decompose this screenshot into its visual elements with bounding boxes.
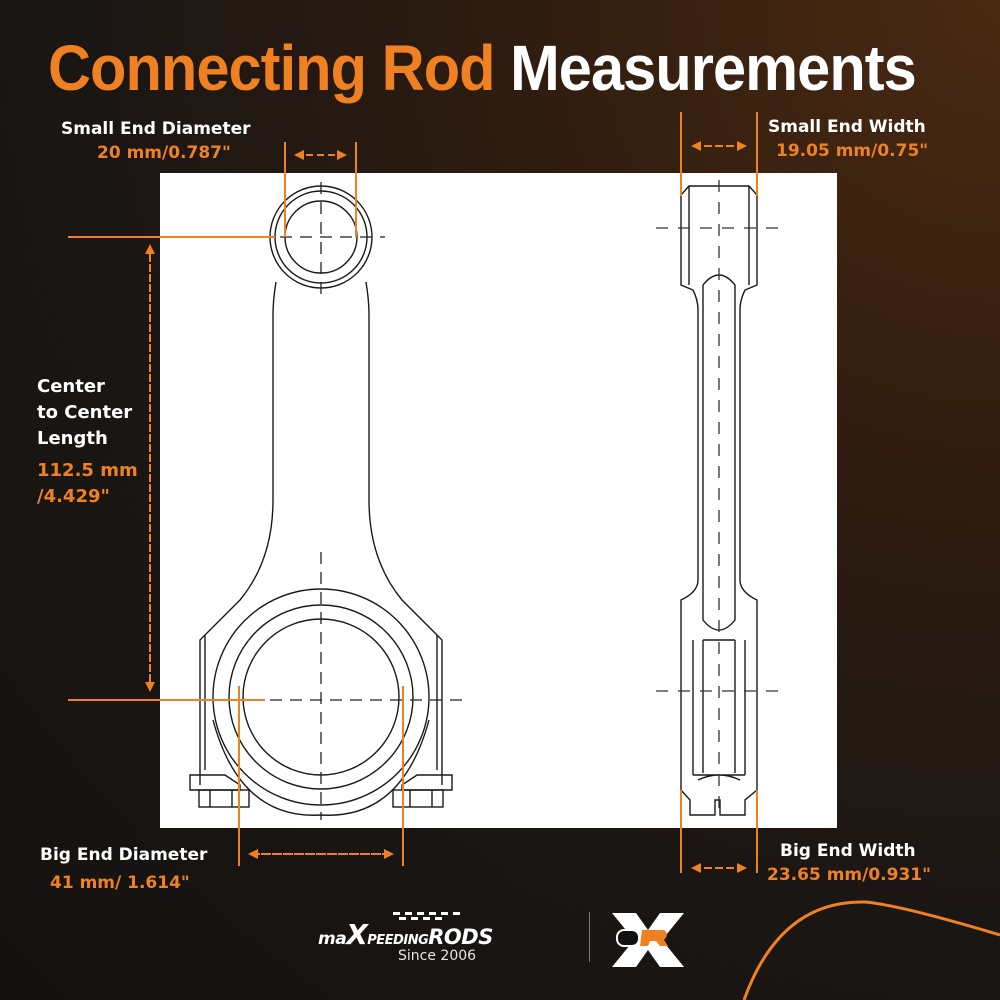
xr-logo-icon xyxy=(612,913,684,967)
checkered-flag-icon xyxy=(393,912,460,920)
center-to-center-heading-2: to Center xyxy=(37,402,133,423)
brand-logo: maXPEEDINGRODS xyxy=(318,918,493,951)
center-to-center-value-2: /4.429" xyxy=(37,486,110,507)
side-center-lines xyxy=(656,180,782,812)
center-to-center-label: Center to Center Length 112.5 mm /4.429" xyxy=(37,374,138,510)
big-end-diameter-label: Big End Diameter 41 mm/ 1.614" xyxy=(40,843,207,895)
small-end-width-value: 19.05 mm/0.75" xyxy=(776,141,929,161)
big-end-diameter-heading: Big End Diameter xyxy=(40,845,208,865)
title-part-2: Measurements xyxy=(510,32,917,104)
center-to-center-heading-1: Center xyxy=(37,376,105,397)
center-to-center-heading-3: Length xyxy=(37,428,108,449)
title-part-1: Connecting Rod xyxy=(48,32,495,104)
brand-tagline: Since 2006 xyxy=(398,948,477,964)
center-to-center-value-1: 112.5 mm xyxy=(37,460,138,481)
small-end-width-label: Small End Width 19.05 mm/0.75" xyxy=(768,115,928,163)
small-end-diameter-label: Small End Diameter 20 mm/0.787" xyxy=(61,117,251,165)
front-center-lines xyxy=(190,182,468,820)
big-end-diameter-value: 41 mm/ 1.614" xyxy=(50,873,190,893)
brand-part-4: RODS xyxy=(428,925,493,949)
page-title: Connecting Rod Measurements xyxy=(48,28,917,108)
brand-part-2: X xyxy=(346,918,368,951)
brand-part-3: PEEDING xyxy=(367,933,429,948)
dimension-lines xyxy=(68,112,758,873)
decorative-swoosh xyxy=(742,900,1000,1000)
big-end-width-heading: Big End Width xyxy=(780,841,916,861)
small-end-width-heading: Small End Width xyxy=(768,117,926,137)
brand-part-1: ma xyxy=(318,929,347,949)
side-view-rod xyxy=(680,185,758,816)
small-end-diameter-heading: Small End Diameter xyxy=(61,119,251,139)
small-end-diameter-value: 20 mm/0.787" xyxy=(97,143,231,163)
footer-divider xyxy=(589,912,590,962)
big-end-width-label: Big End Width 23.65 mm/0.931" xyxy=(767,839,931,887)
big-end-width-value: 23.65 mm/0.931" xyxy=(767,865,931,885)
